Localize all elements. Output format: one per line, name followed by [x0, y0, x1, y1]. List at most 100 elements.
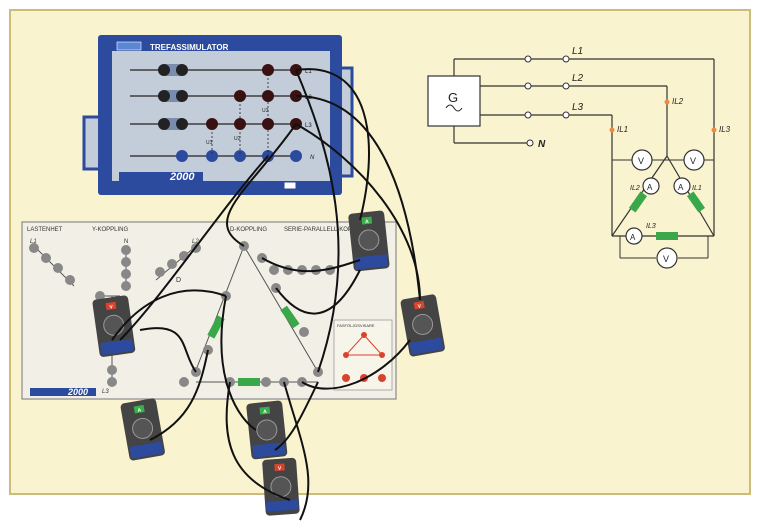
load-unit-board: LASTENHET Y-KOPPLING D-KOPPLING SERIE-PA… — [21, 221, 397, 400]
board-label-l2: L2 — [192, 239, 199, 245]
socket[interactable] — [95, 291, 105, 301]
ammeter-symbol — [625, 227, 643, 245]
socket[interactable] — [167, 259, 177, 269]
socket[interactable] — [342, 374, 350, 382]
three-phase-simulator: TREFASSIMULATOR 2000 — [82, 35, 354, 195]
resistor-d-right — [280, 305, 300, 329]
sim-row-label-n: N — [310, 155, 315, 161]
multimeters: V A V A — [92, 210, 446, 516]
label-n: N — [538, 139, 546, 150]
board-title-series-parallel: SERIE-PARALLELL-KOPPLING — [284, 227, 370, 233]
multimeter[interactable]: V — [400, 294, 446, 357]
inset-triangle — [344, 334, 384, 356]
branch-label-il3: IL3 — [646, 223, 656, 230]
wire — [220, 295, 257, 431]
socket[interactable] — [290, 150, 302, 162]
meter-mode-label: V — [278, 466, 282, 472]
board-brand-strip — [30, 388, 96, 396]
socket[interactable] — [65, 275, 75, 285]
socket[interactable] — [261, 377, 271, 387]
sim-switch[interactable] — [283, 181, 297, 190]
ammeter-symbol — [642, 177, 660, 195]
meter-dial — [358, 229, 380, 251]
socket[interactable] — [176, 90, 188, 102]
multimeter[interactable]: A — [246, 400, 288, 460]
socket[interactable] — [121, 281, 131, 291]
socket[interactable] — [158, 118, 170, 130]
label-current-il2: IL2 — [672, 97, 684, 106]
socket[interactable] — [53, 263, 63, 273]
ammeter-label: A — [678, 183, 684, 192]
meter-base — [409, 337, 444, 355]
terminal — [524, 111, 532, 119]
socket[interactable] — [176, 118, 188, 130]
socket[interactable] — [179, 251, 189, 261]
socket[interactable] — [378, 374, 386, 382]
wire — [295, 69, 340, 373]
board-label-d: D — [176, 277, 181, 284]
terminal — [562, 55, 570, 63]
socket[interactable] — [158, 64, 170, 76]
meter-base — [265, 499, 299, 512]
socket[interactable] — [155, 267, 165, 277]
terminal — [562, 111, 570, 119]
meter-mode-indicator — [274, 463, 285, 472]
generator-box — [427, 75, 481, 127]
socket[interactable] — [269, 265, 279, 275]
socket[interactable] — [107, 365, 117, 375]
socket[interactable] — [29, 243, 39, 253]
meter-base — [354, 254, 388, 270]
multimeter[interactable]: A — [348, 210, 390, 272]
socket[interactable] — [121, 245, 131, 255]
voltmeter-label: V — [663, 254, 669, 264]
board-label-n: N — [124, 239, 128, 245]
terminal — [526, 139, 534, 147]
sim-row-label-l1: L1 — [305, 69, 312, 75]
socket[interactable] — [179, 377, 189, 387]
meter-mode-indicator — [413, 300, 425, 310]
socket[interactable] — [176, 64, 188, 76]
socket[interactable] — [41, 253, 51, 263]
wire — [275, 269, 361, 315]
multimeter[interactable]: A — [120, 398, 166, 461]
simulator-title: TREFASSIMULATOR — [150, 43, 229, 52]
label-current-il3: IL3 — [719, 125, 731, 134]
socket[interactable] — [121, 269, 131, 279]
multimeter[interactable]: V — [262, 457, 300, 516]
board-brand: 2000 — [67, 387, 88, 397]
patch-wires — [111, 68, 421, 521]
meter-mode-indicator — [361, 216, 373, 225]
load-resistor — [656, 232, 678, 240]
wire — [261, 257, 361, 273]
multimeter[interactable]: V — [92, 295, 136, 357]
board-label-l3: L3 — [102, 389, 109, 395]
circuit-schematic: G L1 L2 L3 N IL2 IL1 — [427, 46, 731, 269]
meter-base — [129, 441, 164, 459]
socket[interactable] — [158, 90, 170, 102]
ammeter-label: A — [647, 183, 653, 192]
socket[interactable] — [206, 150, 218, 162]
voltmeter-symbol — [656, 247, 678, 269]
wire — [295, 123, 421, 301]
socket[interactable] — [107, 377, 117, 387]
sim-row-label-l3: L3 — [305, 123, 312, 129]
socket[interactable] — [299, 327, 309, 337]
voltmeter-symbol — [683, 149, 705, 171]
load-resistor — [628, 191, 648, 213]
wire — [274, 381, 319, 451]
meter-mode-label: A — [137, 407, 142, 414]
board-label-l1: L1 — [30, 239, 37, 245]
meter-mode-indicator — [259, 406, 271, 415]
board-title-d-coupling: D-KOPPLING — [230, 227, 267, 233]
generator-label: G — [448, 90, 458, 105]
socket[interactable] — [121, 257, 131, 267]
label-l1: L1 — [572, 46, 583, 57]
socket[interactable] — [234, 150, 246, 162]
voltmeter-label: V — [638, 156, 644, 166]
terminal — [524, 55, 532, 63]
inset-lamp — [361, 332, 367, 338]
socket[interactable] — [176, 150, 188, 162]
meter-base — [252, 442, 286, 458]
label-l2: L2 — [572, 73, 584, 84]
